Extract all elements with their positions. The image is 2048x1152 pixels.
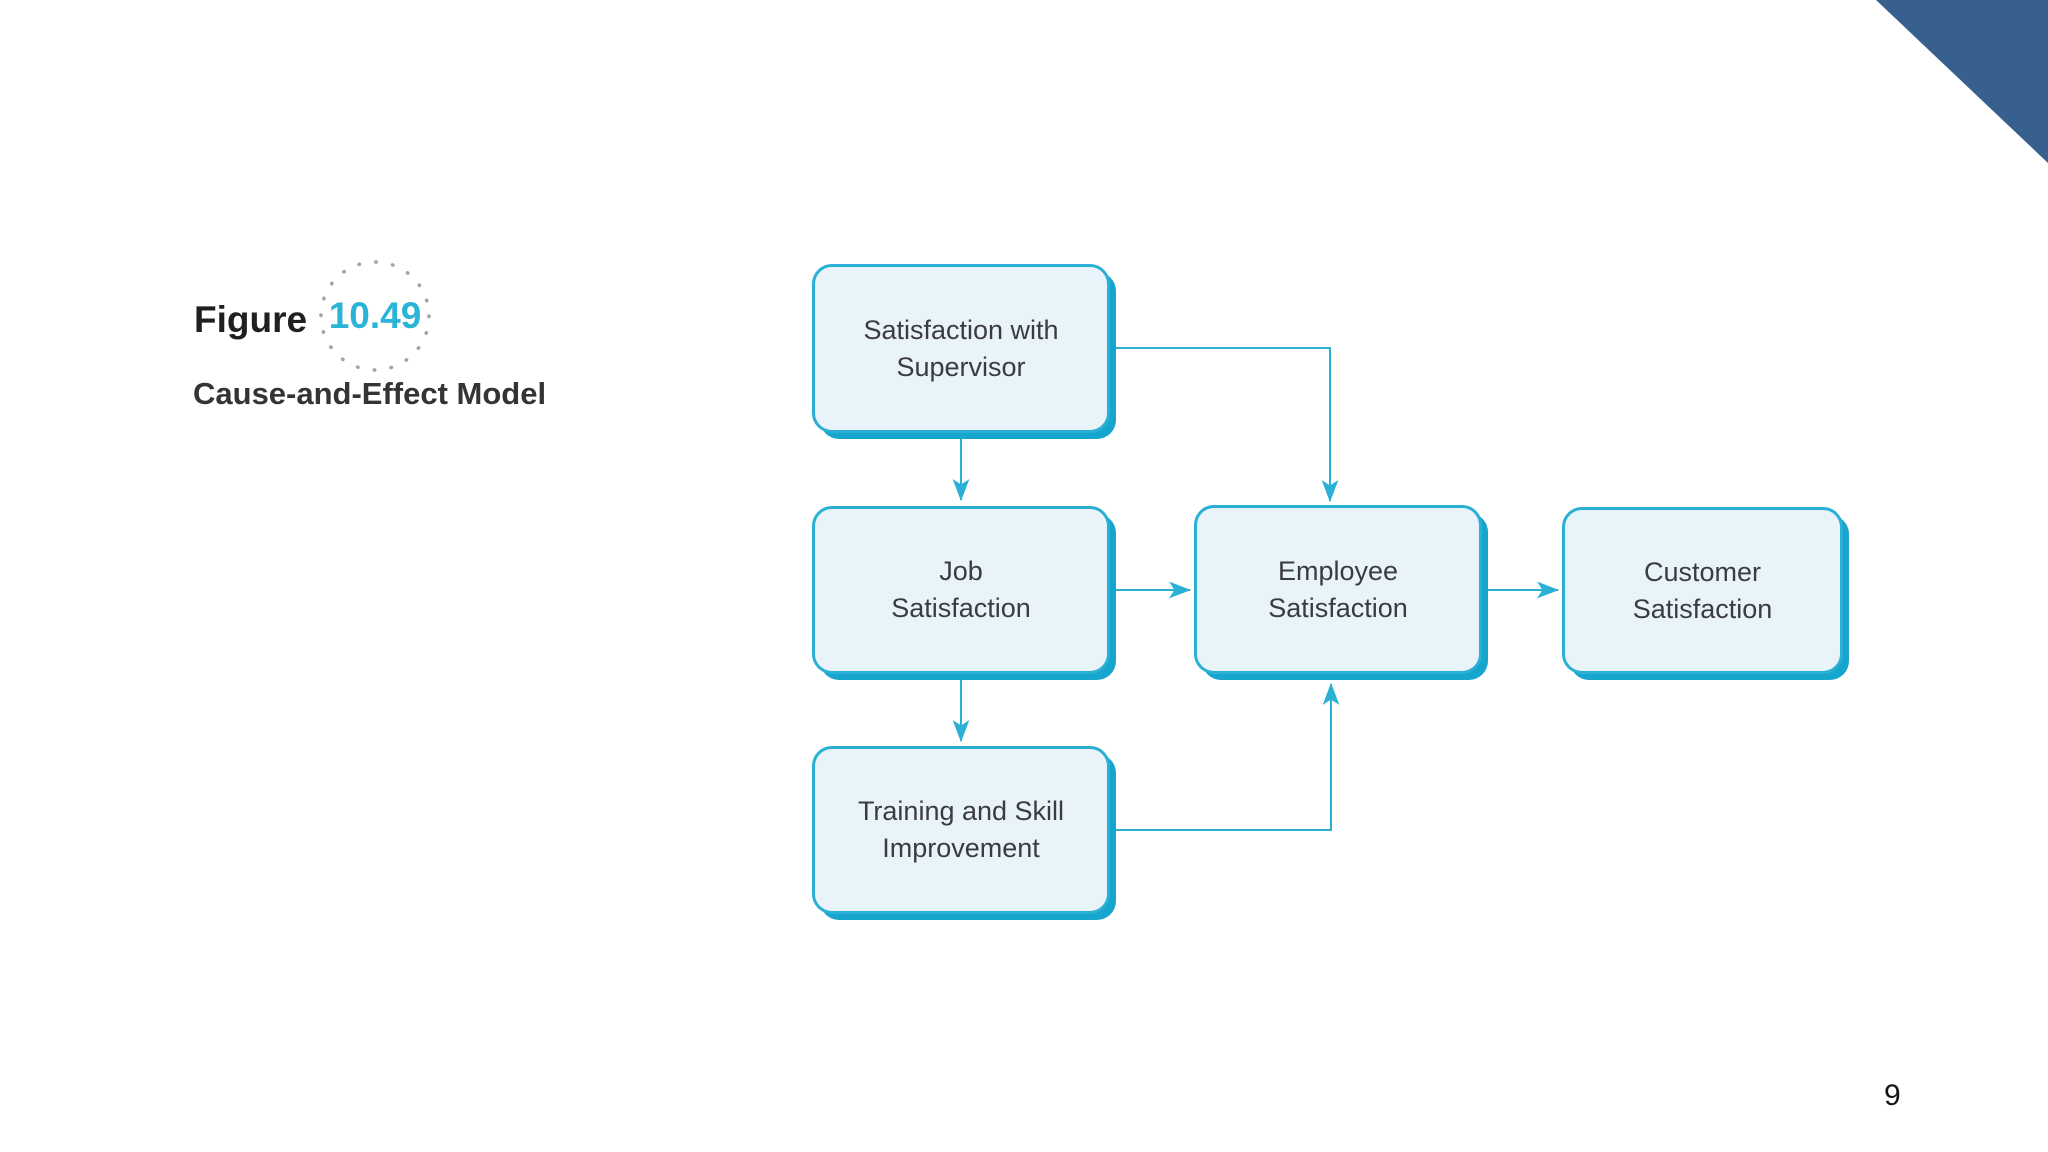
node-label: Customer Satisfaction <box>1632 556 1773 624</box>
figure-subtitle: Cause-and-Effect Model <box>193 376 547 411</box>
edge-training-to-employee <box>1116 682 1340 831</box>
node-label: Training and Skill Improvement <box>857 796 1065 863</box>
figure-number: 10.49 <box>328 295 422 336</box>
node-job-satisfaction: Job Satisfaction <box>812 506 1110 674</box>
node-label: Job Satisfaction <box>891 556 1031 623</box>
node-employee-satisfaction: Employee Satisfaction <box>1194 505 1482 674</box>
node-label: Employee Satisfaction <box>1268 555 1408 623</box>
page-number: 9 <box>1884 1079 1901 1112</box>
node-satisfaction-with-supervisor: Satisfaction with Supervisor <box>812 264 1110 433</box>
corner-accent-triangle <box>1876 0 2048 163</box>
figure-label: Figure <box>194 299 308 340</box>
edge-supervisor-to-employee <box>1112 347 1339 503</box>
node-training-and-skill-improvement: Training and Skill Improvement <box>812 746 1110 914</box>
dotted-circle-icon <box>319 260 431 372</box>
node-label: Satisfaction with Supervisor <box>863 314 1059 382</box>
figure-number-badge: 10.49 <box>316 257 434 375</box>
node-customer-satisfaction: Customer Satisfaction <box>1562 507 1843 674</box>
